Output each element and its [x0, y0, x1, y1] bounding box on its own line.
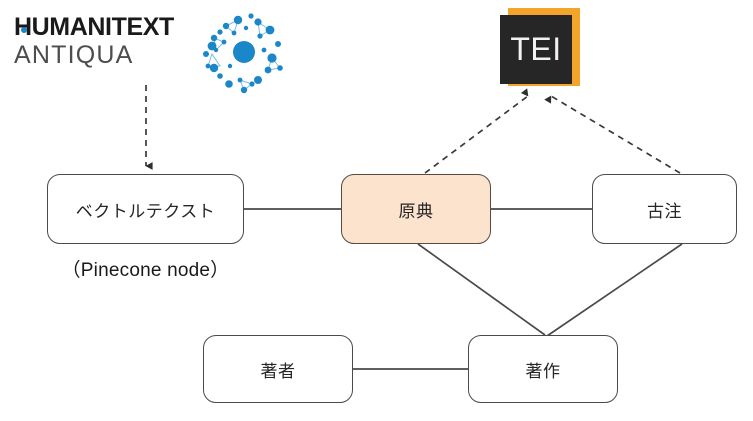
node-kochu-label: 古注 [647, 201, 682, 221]
tei-plate: TEI [500, 15, 572, 84]
brand-name-secondary: ANTIQUA [14, 41, 134, 69]
tei-label: TEI [510, 31, 562, 67]
node-genten[interactable]: 原典 [341, 174, 491, 244]
node-vector-text-caption: （Pinecone node） [61, 260, 230, 281]
node-chosha-label: 著者 [260, 361, 296, 381]
edge-genten-to-chosaku [417, 243, 546, 336]
brand-name-primary: HUMANITEXT [14, 13, 174, 41]
node-chosaku[interactable]: 著作 [468, 335, 618, 403]
node-vector-text-label: ベクトルテクスト [75, 201, 216, 221]
node-genten-label: 原典 [398, 201, 434, 221]
edge-genten-to-tei [424, 88, 529, 174]
node-chosaku-label: 著作 [525, 361, 561, 381]
node-vector-text[interactable]: ベクトルテクスト [47, 174, 244, 244]
brand-accent-dot-icon [21, 27, 27, 33]
edge-kochu-to-chosaku [546, 243, 683, 337]
tei-logo: TEI [500, 8, 584, 90]
network-nodes-icon [196, 6, 292, 98]
edge-kochu-to-tei [544, 95, 681, 174]
node-kochu[interactable]: 古注 [592, 174, 737, 244]
brand-lockup: HUMANITEXT ANTIQUA [14, 13, 204, 70]
node-chosha[interactable]: 著者 [203, 335, 353, 403]
